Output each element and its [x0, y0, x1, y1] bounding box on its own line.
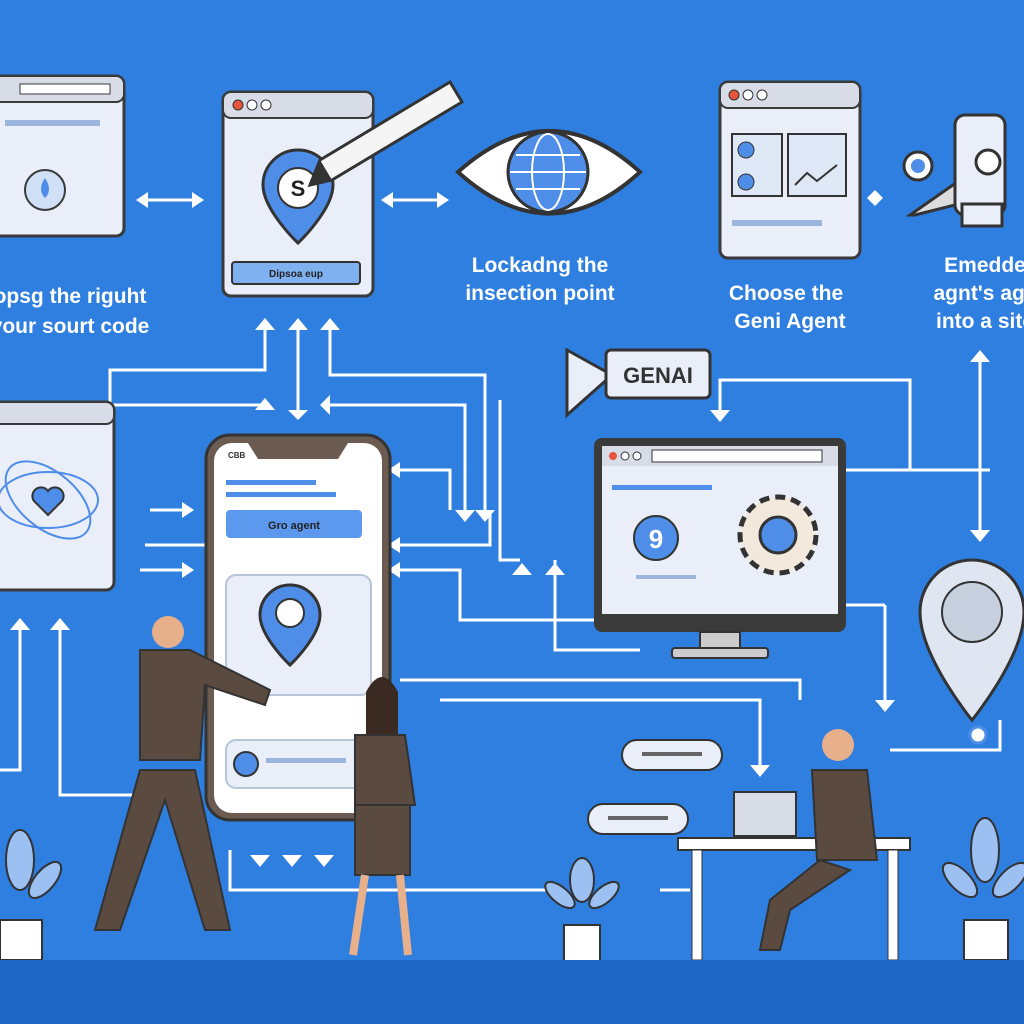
message-chip — [587, 803, 689, 835]
step2-caption-line2: insection point — [465, 282, 614, 305]
window-action-button-label: Dipsoa eup — [269, 269, 323, 280]
man-presenting — [93, 616, 272, 931]
man-at-desk — [677, 729, 911, 961]
laptop-icon — [733, 791, 797, 837]
insertion-window: S — [221, 79, 465, 298]
message-chip — [621, 739, 723, 771]
source-code-window — [0, 74, 126, 238]
step3-caption-line2: Geni Agent — [734, 310, 845, 333]
step4-caption-line3: into a site — [936, 310, 1024, 333]
step3-caption-line1: Choose the — [729, 282, 843, 305]
heart-icon — [31, 486, 65, 517]
step1-caption-line2: your sourt code — [0, 315, 149, 338]
potted-plant-icon — [941, 817, 1024, 961]
phone-agent-button-label: Gro agent — [268, 520, 320, 532]
agent-selection-window — [718, 80, 862, 260]
pin-letter: S — [291, 176, 306, 201]
genai-tag: GENAI — [565, 347, 712, 419]
floor — [0, 960, 1024, 1024]
genai-label: GENAI — [623, 363, 693, 388]
eye-globe-icon — [455, 129, 643, 216]
drop-icon — [41, 178, 49, 198]
potted-plant-icon — [544, 857, 620, 962]
monitor-icon-digit: 9 — [649, 524, 663, 554]
step2-caption-line1: Lockadng the — [472, 254, 609, 277]
connections-window — [0, 400, 116, 592]
pencil-icon — [307, 79, 465, 188]
step1-caption-line1: opsg the riguht — [0, 285, 146, 308]
phone-agent-button[interactable]: Gro agent — [226, 510, 362, 538]
map-pin-icon — [918, 558, 1024, 745]
woman-standing — [349, 677, 417, 956]
arrowheads — [10, 190, 990, 867]
phone-status: CBB — [228, 451, 246, 460]
window-action-button[interactable]: Dipsoa eup — [231, 261, 361, 285]
robot-arm-icon — [902, 113, 1007, 228]
step4-caption-line2: agnt's age — [933, 282, 1024, 305]
potted-plant-icon — [0, 829, 63, 961]
step4-caption-line1: Emedde — [944, 254, 1024, 277]
desktop-monitor: 9 — [594, 438, 846, 659]
connector-lines — [0, 198, 1002, 892]
